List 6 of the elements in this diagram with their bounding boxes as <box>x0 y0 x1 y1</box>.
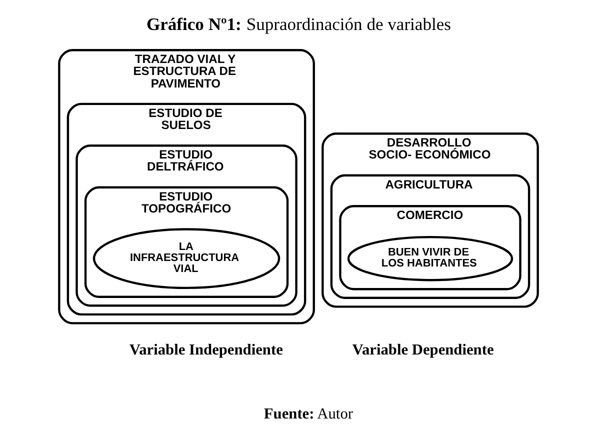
node-ellipse: BUEN VIVIR DE LOS HABITANTES <box>347 236 514 282</box>
label: Variable Dependiente <box>352 342 494 359</box>
diagram-title: Gráfico Nº1: Supraordinación de variables <box>146 14 451 34</box>
label: Variable Independiente <box>129 342 283 359</box>
caption: Fuente: Autor <box>264 405 354 422</box>
node-ellipse: LA INFRAESTRUCTURA VIAL <box>92 228 280 290</box>
